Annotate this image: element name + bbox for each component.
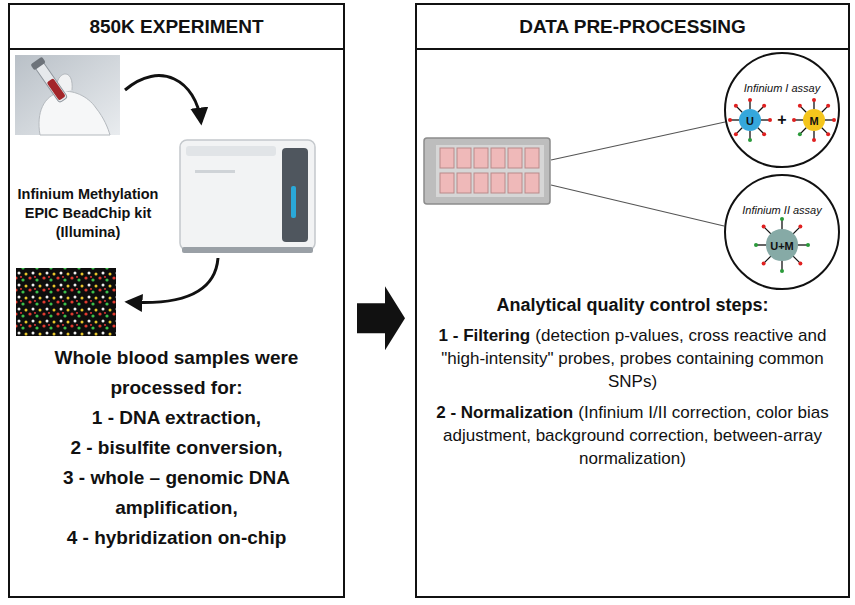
scanner-instrument — [180, 140, 315, 253]
text-paragraph: U+M — [770, 236, 794, 254]
body-text: 2 - Normalization — [436, 403, 573, 422]
text-group: Infinium Methylation EPIC BeadChip kit (… — [14, 185, 162, 242]
text-group: 850K EXPERIMENT — [10, 5, 343, 48]
text-paragraph: DATA PRE-PROCESSING — [519, 16, 746, 38]
block-arrow — [357, 286, 405, 350]
text-paragraph: Infinium Methylation EPIC BeadChip kit (… — [14, 185, 162, 242]
curved-arrow — [128, 258, 218, 303]
panel-title: DATA PRE-PROCESSING — [519, 16, 746, 37]
text-paragraph: 1 - DNA extraction, — [14, 403, 339, 433]
text-group: Infinium II assay — [726, 200, 838, 218]
zoom-line — [551, 122, 725, 160]
preprocessing-panel: Analytical quality control steps: 1 - Fil… — [415, 3, 850, 598]
panel-header: DATA PRE-PROCESSING — [415, 3, 850, 50]
blood-sample-photo — [15, 55, 120, 135]
assay-title: Infinium I assay — [744, 82, 820, 94]
sample-tube — [34, 61, 67, 103]
text-group: Infinium I assay — [726, 78, 838, 96]
text-paragraph: M — [809, 111, 818, 129]
assay-title: Infinium II assay — [742, 204, 821, 216]
bead-dots — [16, 268, 116, 336]
body-text: 4 - hybridization on-chip — [67, 527, 287, 548]
zoom-line — [551, 185, 724, 226]
bead-letter: U+M — [770, 240, 794, 252]
scanner-lid — [186, 146, 276, 156]
body-text: 1 - Filtering — [439, 326, 531, 345]
text-group: Analytical quality control steps: 1 - Fil… — [423, 292, 842, 478]
body-text: 1 - DNA extraction, — [92, 407, 261, 428]
scanner-body — [180, 140, 315, 250]
text-group: U — [739, 109, 761, 131]
photo-ground — [15, 55, 120, 135]
text-paragraph: 4 - hybridization on-chip — [14, 523, 339, 553]
bead-ground — [16, 268, 116, 336]
bead-array-image — [16, 268, 116, 336]
scanner-base — [182, 247, 313, 253]
beadchip-slide — [424, 138, 550, 204]
bead-letter: M — [809, 115, 818, 127]
text-paragraph: Infinium II assay — [726, 200, 838, 218]
text-paragraph: U — [746, 111, 754, 129]
body-text: Whole blood samples were processed for: — [55, 347, 299, 398]
text-paragraph: Infinium I assay — [726, 78, 838, 96]
methylated-bead: M — [803, 109, 825, 131]
text-group: M — [803, 109, 825, 131]
text-paragraph: 3 - whole – genomic DNA amplification, — [14, 463, 339, 523]
combined-bead: U+M — [766, 229, 798, 261]
unmethylated-bead: U — [739, 109, 761, 131]
slide-frame — [424, 138, 550, 204]
scanner-line — [195, 170, 235, 173]
probe-dots — [728, 98, 836, 273]
panel-title: 850K EXPERIMENT — [89, 16, 263, 37]
text-group: DATA PRE-PROCESSING — [417, 5, 848, 48]
text-group: U+M — [766, 229, 798, 261]
scanner-front — [282, 148, 308, 242]
text-paragraph: 2 - Normalization(Infinium I/II correcti… — [423, 401, 842, 470]
tube-cap — [30, 57, 45, 71]
slide-sections — [440, 148, 539, 193]
text-paragraph: Analytical quality control steps: — [423, 292, 842, 318]
assay-circle: Infinium I assayU M + — [724, 52, 840, 168]
text-paragraph: 1 - Filtering(detection p-values, cross … — [423, 324, 842, 393]
scanner-light — [291, 186, 296, 218]
body-text: Analytical quality control steps: — [496, 295, 768, 315]
probe-arms — [730, 100, 834, 271]
plus-sign: + — [772, 110, 792, 130]
assay-circle: Infinium II assayU+M — [724, 174, 840, 290]
experiment-panel: Infinium Methylation EPIC BeadChip kit (… — [8, 3, 345, 598]
text-group: Whole blood samples were processed for: 1… — [14, 343, 339, 553]
text-paragraph: 850K EXPERIMENT — [89, 16, 263, 38]
body-text: 3 - whole – genomic DNA amplification, — [63, 467, 290, 518]
text-paragraph: Whole blood samples were processed for: — [14, 343, 339, 403]
body-text: Infinium Methylation EPIC BeadChip kit (… — [18, 186, 159, 240]
bead-letter: U — [746, 115, 754, 127]
body-text: 2 - bisulfite conversion, — [70, 437, 282, 458]
curved-arrow — [125, 76, 201, 122]
blood-in-tube — [47, 78, 66, 101]
gloved-hand — [39, 91, 110, 135]
text-paragraph: 2 - bisulfite conversion, — [14, 433, 339, 463]
panel-header: 850K EXPERIMENT — [8, 3, 345, 50]
slide-window — [436, 145, 544, 197]
